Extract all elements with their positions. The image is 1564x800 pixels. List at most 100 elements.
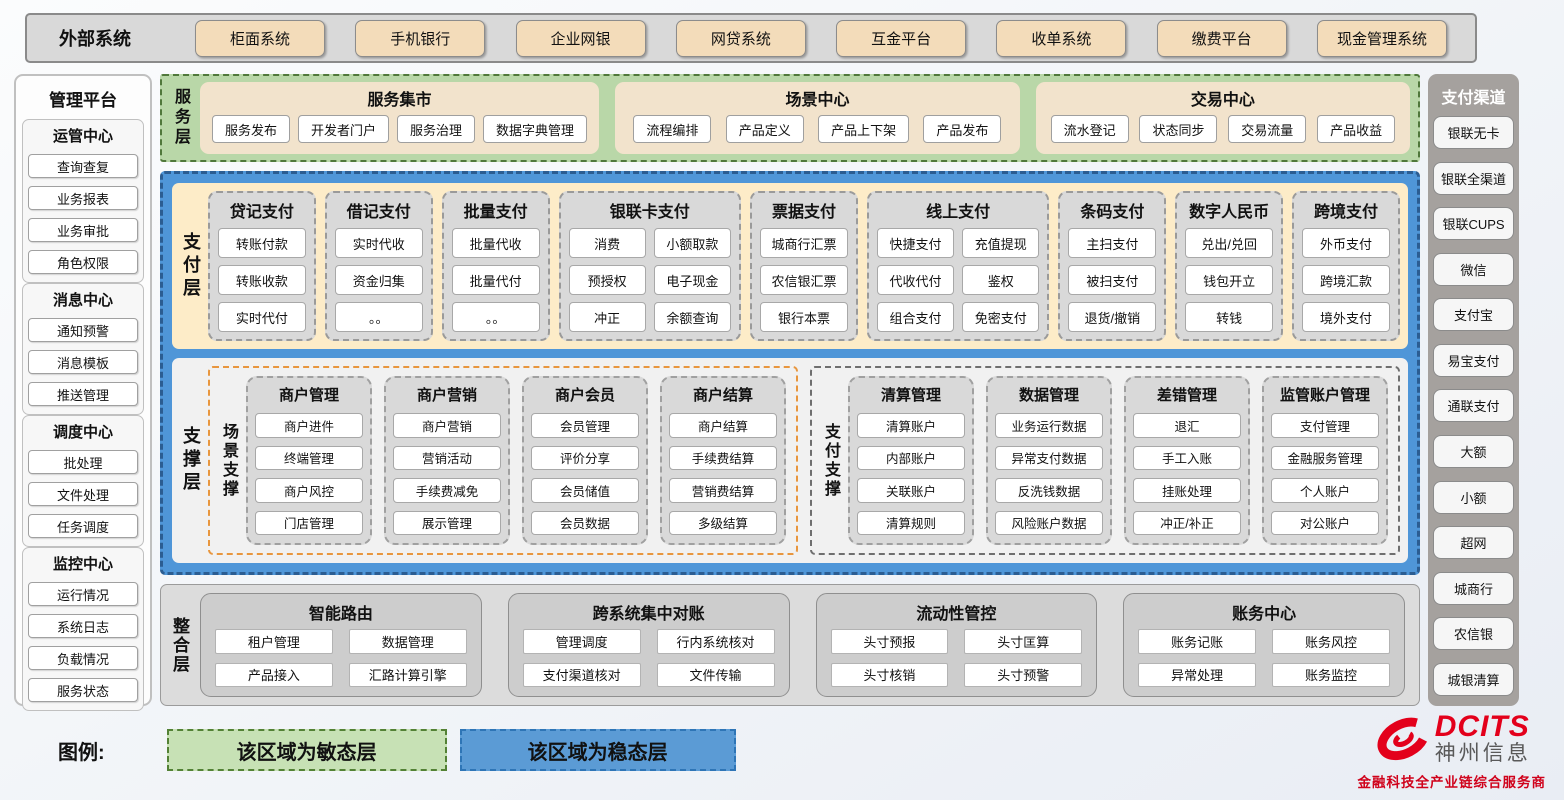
management-item-button: 系统日志 — [28, 614, 138, 638]
channel-button: 农信银 — [1433, 617, 1514, 651]
support-item-button: 多级结算 — [669, 510, 777, 535]
support-item-button: 手续费减免 — [393, 478, 501, 503]
management-platform-sidebar: 管理平台 运管中心查询查复业务报表业务审批角色权限消息中心通知预警消息模板推送管… — [14, 74, 152, 711]
integration-panel: 流动性管控头寸预报头寸匡算头寸核销头寸预警 — [815, 593, 1098, 697]
payment-support-section-label: 支付支撑 — [822, 422, 839, 499]
support-item-button: 内部账户 — [857, 445, 965, 470]
integration-panel-items: 租户管理数据管理产品接入汇路计算引擎 — [215, 629, 467, 687]
payment-column: 数字人民币兑出/兑回钱包开立转钱 — [1175, 191, 1284, 341]
service-panel-title: 交易中心 — [1190, 92, 1255, 109]
payment-item-button: 农信银汇票 — [760, 265, 848, 295]
channel-button: 易宝支付 — [1433, 343, 1514, 377]
service-item-button: 交易流量 — [1228, 115, 1307, 143]
management-platform-title: 管理平台 — [49, 91, 117, 110]
integration-item-button: 头寸核销 — [830, 662, 949, 687]
management-item-button: 服务状态 — [28, 678, 138, 702]
payment-column: 批量支付批量代收批量代付。。 — [441, 191, 550, 341]
payment-item-button: 预授权 — [568, 265, 646, 295]
scene-support-section-columns: 商户管理商户进件终端管理商户风控门店管理商户营销商户营销营销活动手续费减免展示管… — [246, 376, 786, 545]
service-item-button: 产品上下架 — [818, 115, 910, 143]
payment-item-button: 实时代付 — [218, 302, 306, 332]
support-item-button: 商户结算 — [669, 413, 777, 438]
payment-column-items: 消费小额取款预授权电子现金冲正余额查询 — [568, 228, 732, 332]
channel-button: 通联支付 — [1433, 389, 1514, 423]
payment-support-section-columns: 清算管理清算账户内部账户关联账户清算规则数据管理业务运行数据异常支付数据反洗钱数… — [848, 376, 1388, 545]
payment-column: 银联卡支付消费小额取款预授权电子现金冲正余额查询 — [558, 191, 742, 341]
stable-layer-container: 支付层 贷记支付转账付款转账收款实时代付借记支付实时代收资金归集。。批量支付批量… — [160, 171, 1420, 575]
management-item-button: 运行情况 — [28, 582, 138, 606]
payment-column-title: 线上支付 — [926, 204, 991, 221]
payment-column: 票据支付城商行汇票农信银汇票银行本票 — [750, 191, 858, 341]
payment-item-button: 鉴权 — [962, 265, 1040, 295]
payment-item-button: 代收代付 — [876, 265, 955, 295]
management-item-button: 查询查复 — [28, 154, 138, 178]
payment-column-items: 城商行汇票农信银汇票银行本票 — [760, 228, 848, 332]
service-item-button: 状态同步 — [1139, 115, 1218, 143]
integration-item-button: 数据管理 — [348, 629, 467, 654]
support-item-button: 商户进件 — [255, 413, 363, 438]
support-item-button: 手工入账 — [1133, 445, 1241, 470]
service-panel-title: 场景中心 — [785, 92, 850, 109]
service-item-button: 流水登记 — [1050, 115, 1129, 143]
integration-item-button: 异常处理 — [1138, 662, 1257, 687]
payment-column: 条码支付主扫支付被扫支付退货/撤销 — [1058, 191, 1167, 341]
channel-button: 城商行 — [1433, 571, 1514, 605]
support-item-button: 商户营销 — [393, 413, 501, 438]
management-item-button: 通知预警 — [28, 318, 138, 342]
payment-column-items: 批量代收批量代付。。 — [451, 228, 540, 332]
support-column-title: 商户营销 — [416, 387, 477, 404]
support-item-button: 支付管理 — [1271, 413, 1379, 438]
payment-item-button: 钱包开立 — [1185, 265, 1274, 295]
support-item-button: 清算账户 — [857, 413, 965, 438]
integration-item-button: 账务监控 — [1272, 662, 1390, 687]
support-item-button: 终端管理 — [255, 445, 363, 470]
integration-panel-title: 流动性管控 — [916, 606, 997, 623]
service-layer: 服务层 服务集市服务发布开发者门户服务治理数据字典管理场景中心流程编排产品定义产… — [160, 74, 1420, 162]
payment-column-items: 外币支付跨境汇款境外支付 — [1302, 228, 1390, 332]
integration-item-button: 头寸预警 — [964, 662, 1083, 687]
payment-item-button: 外币支付 — [1302, 228, 1390, 258]
support-item-button: 评价分享 — [531, 445, 639, 470]
integration-panel: 跨系统集中对账管理调度行内系统核对支付渠道核对文件传输 — [507, 593, 790, 697]
integration-panel-items: 账务记账账务风控异常处理账务监控 — [1138, 629, 1390, 687]
payment-column-items: 兑出/兑回钱包开立转钱 — [1185, 228, 1274, 332]
support-column: 商户管理商户进件终端管理商户风控门店管理 — [246, 376, 372, 545]
payment-item-button: 电子现金 — [653, 265, 732, 295]
support-item-button: 异常支付数据 — [995, 445, 1103, 470]
external-system-button: 手机银行 — [355, 19, 486, 57]
payment-item-button: 转账收款 — [218, 265, 306, 295]
support-column-title: 数据管理 — [1018, 387, 1079, 404]
management-group-title: 运管中心 — [52, 128, 113, 145]
integration-item-button: 文件传输 — [656, 662, 775, 687]
management-group: 监控中心运行情况系统日志负载情况服务状态 — [22, 547, 144, 711]
payment-item-button: 主扫支付 — [1068, 228, 1157, 258]
support-column: 监管账户管理支付管理金融服务管理个人账户对公账户 — [1262, 376, 1388, 545]
integration-item-button: 账务风控 — [1272, 629, 1390, 654]
integration-layer-label: 整合层 — [170, 616, 189, 674]
payment-column: 线上支付快捷支付充值提现代收代付鉴权组合支付免密支付 — [866, 191, 1050, 341]
payment-column: 贷记支付转账付款转账收款实时代付 — [208, 191, 316, 341]
scene-support-section-label: 场景支撑 — [220, 422, 237, 499]
integration-panel-items: 头寸预报头寸匡算头寸核销头寸预警 — [830, 629, 1083, 687]
management-item-button: 推送管理 — [28, 382, 138, 406]
management-group-title: 监控中心 — [52, 556, 113, 573]
legend-agile-box: 该区域为敏态层 — [166, 729, 447, 771]
channel-button: 银联CUPS — [1433, 207, 1514, 241]
payment-item-button: 小额取款 — [653, 228, 732, 258]
payment-item-button: 消费 — [568, 228, 646, 258]
logo-company: 神州信息 — [1434, 741, 1531, 765]
service-panel-items: 服务发布开发者门户服务治理数据字典管理 — [212, 110, 588, 148]
service-panel: 服务集市服务发布开发者门户服务治理数据字典管理 — [200, 82, 600, 154]
support-column: 数据管理业务运行数据异常支付数据反洗钱数据风险账户数据 — [986, 376, 1112, 545]
payment-support-section: 支付支撑清算管理清算账户内部账户关联账户清算规则数据管理业务运行数据异常支付数据… — [810, 366, 1400, 555]
payment-item-button: 余额查询 — [653, 302, 732, 332]
management-item-button: 文件处理 — [28, 482, 138, 506]
channel-button: 微信 — [1433, 252, 1514, 286]
integration-item-button: 账务记账 — [1138, 629, 1257, 654]
support-item-button: 会员数据 — [531, 510, 639, 535]
channel-button: 城银清算 — [1433, 662, 1514, 696]
external-system-button: 网贷系统 — [675, 19, 806, 57]
payment-item-button: 资金归集 — [334, 265, 423, 295]
channel-button: 支付宝 — [1433, 298, 1514, 332]
integration-panel: 账务中心账务记账账务风控异常处理账务监控 — [1123, 593, 1405, 697]
